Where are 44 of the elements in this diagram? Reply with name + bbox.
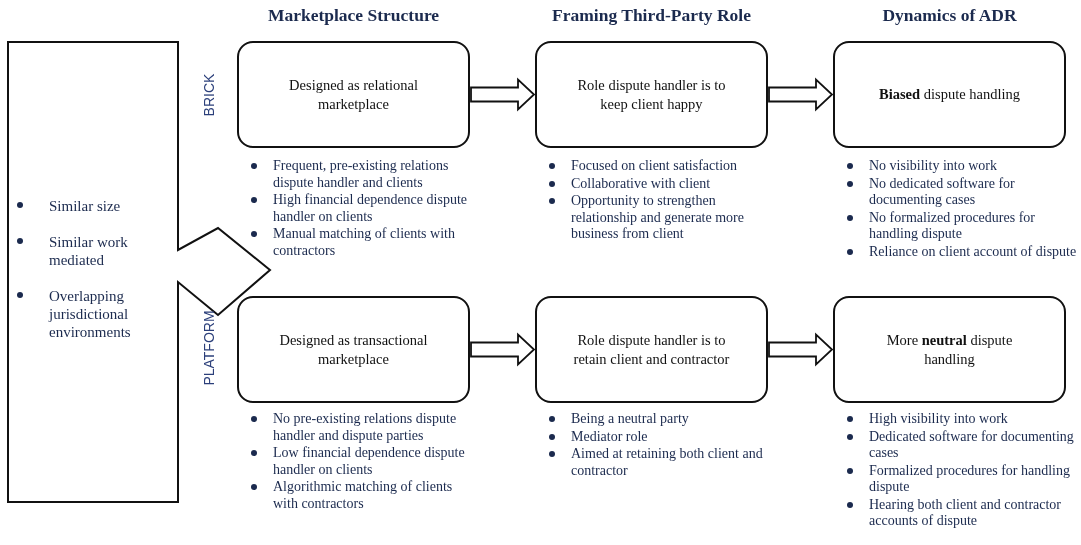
process-box	[237, 296, 470, 403]
block-arrow	[470, 77, 536, 112]
bullet-point: Formalized procedures for handling dispute	[845, 462, 1081, 496]
bullet-point: No pre-existing relations dispute handler and dispute parties	[249, 411, 477, 444]
bullet-point: Overlapping jurisdictional environments	[15, 287, 165, 341]
box-text: Designed as transactional marketplace	[278, 330, 429, 369]
block-arrow	[470, 332, 536, 367]
box-text: Role dispute handler is to keep client happy	[576, 75, 727, 114]
box-text: More neutral dispute handling	[885, 330, 1014, 369]
bullet-point: Manual matching of clients with contractors	[249, 226, 477, 259]
bullet-point: Reliance on client account of dispute	[845, 243, 1081, 260]
process-box	[833, 41, 1066, 148]
box-text: Biased dispute handling	[878, 85, 1021, 104]
bullet-point: Similar size	[15, 197, 165, 215]
bullet-point: No dedicated software for documenting cases	[845, 175, 1081, 209]
process-box	[833, 296, 1066, 403]
process-box	[535, 41, 768, 148]
column-heading: Dynamics of ADR	[882, 5, 1017, 26]
bullet-point: High visibility into work	[845, 411, 1081, 428]
bullet-point: No visibility into work	[845, 158, 1081, 175]
box-text: Designed as relational marketplace	[288, 75, 419, 114]
box-text: Role dispute handler is to retain client and contractor	[572, 330, 731, 369]
process-box	[237, 41, 470, 148]
bullet-point: No formalized procedures for handling dispute	[845, 209, 1081, 243]
bullet-point: Being a neutral party	[547, 411, 775, 428]
bullet-point: Collaborative with client	[547, 175, 775, 192]
bullet-point: Focused on client satisfaction	[547, 158, 775, 175]
block-arrow	[768, 332, 834, 367]
column-heading: Marketplace Structure	[267, 5, 440, 26]
bullet-point: Algorithmic matching of clients with contractors	[249, 479, 477, 512]
block-arrow	[768, 77, 834, 112]
bullet-point: High financial dependence dispute handler on clients	[249, 192, 477, 225]
bullet-point: Aimed at retaining both client and contractor	[547, 446, 775, 479]
row-label: PLATFORM	[201, 310, 217, 386]
process-box	[535, 296, 768, 403]
bullet-point: Opportunity to strengthen relationship and generate more business from client	[547, 193, 775, 243]
bullet-point: Frequent, pre-existing relations dispute handler and clients	[249, 158, 477, 191]
bullet-point: Dedicated software for documenting cases	[845, 428, 1081, 462]
bullet-point: Hearing both client and contractor accounts of dispute	[845, 496, 1081, 530]
bullet-point: Low financial dependence dispute handler on clients	[249, 445, 477, 478]
column-heading: Framing Third-Party Role	[552, 5, 751, 26]
bullet-point: Similar work mediated	[15, 233, 165, 269]
row-label: BRICK	[201, 73, 217, 117]
bullet-point: Mediator role	[547, 428, 775, 445]
